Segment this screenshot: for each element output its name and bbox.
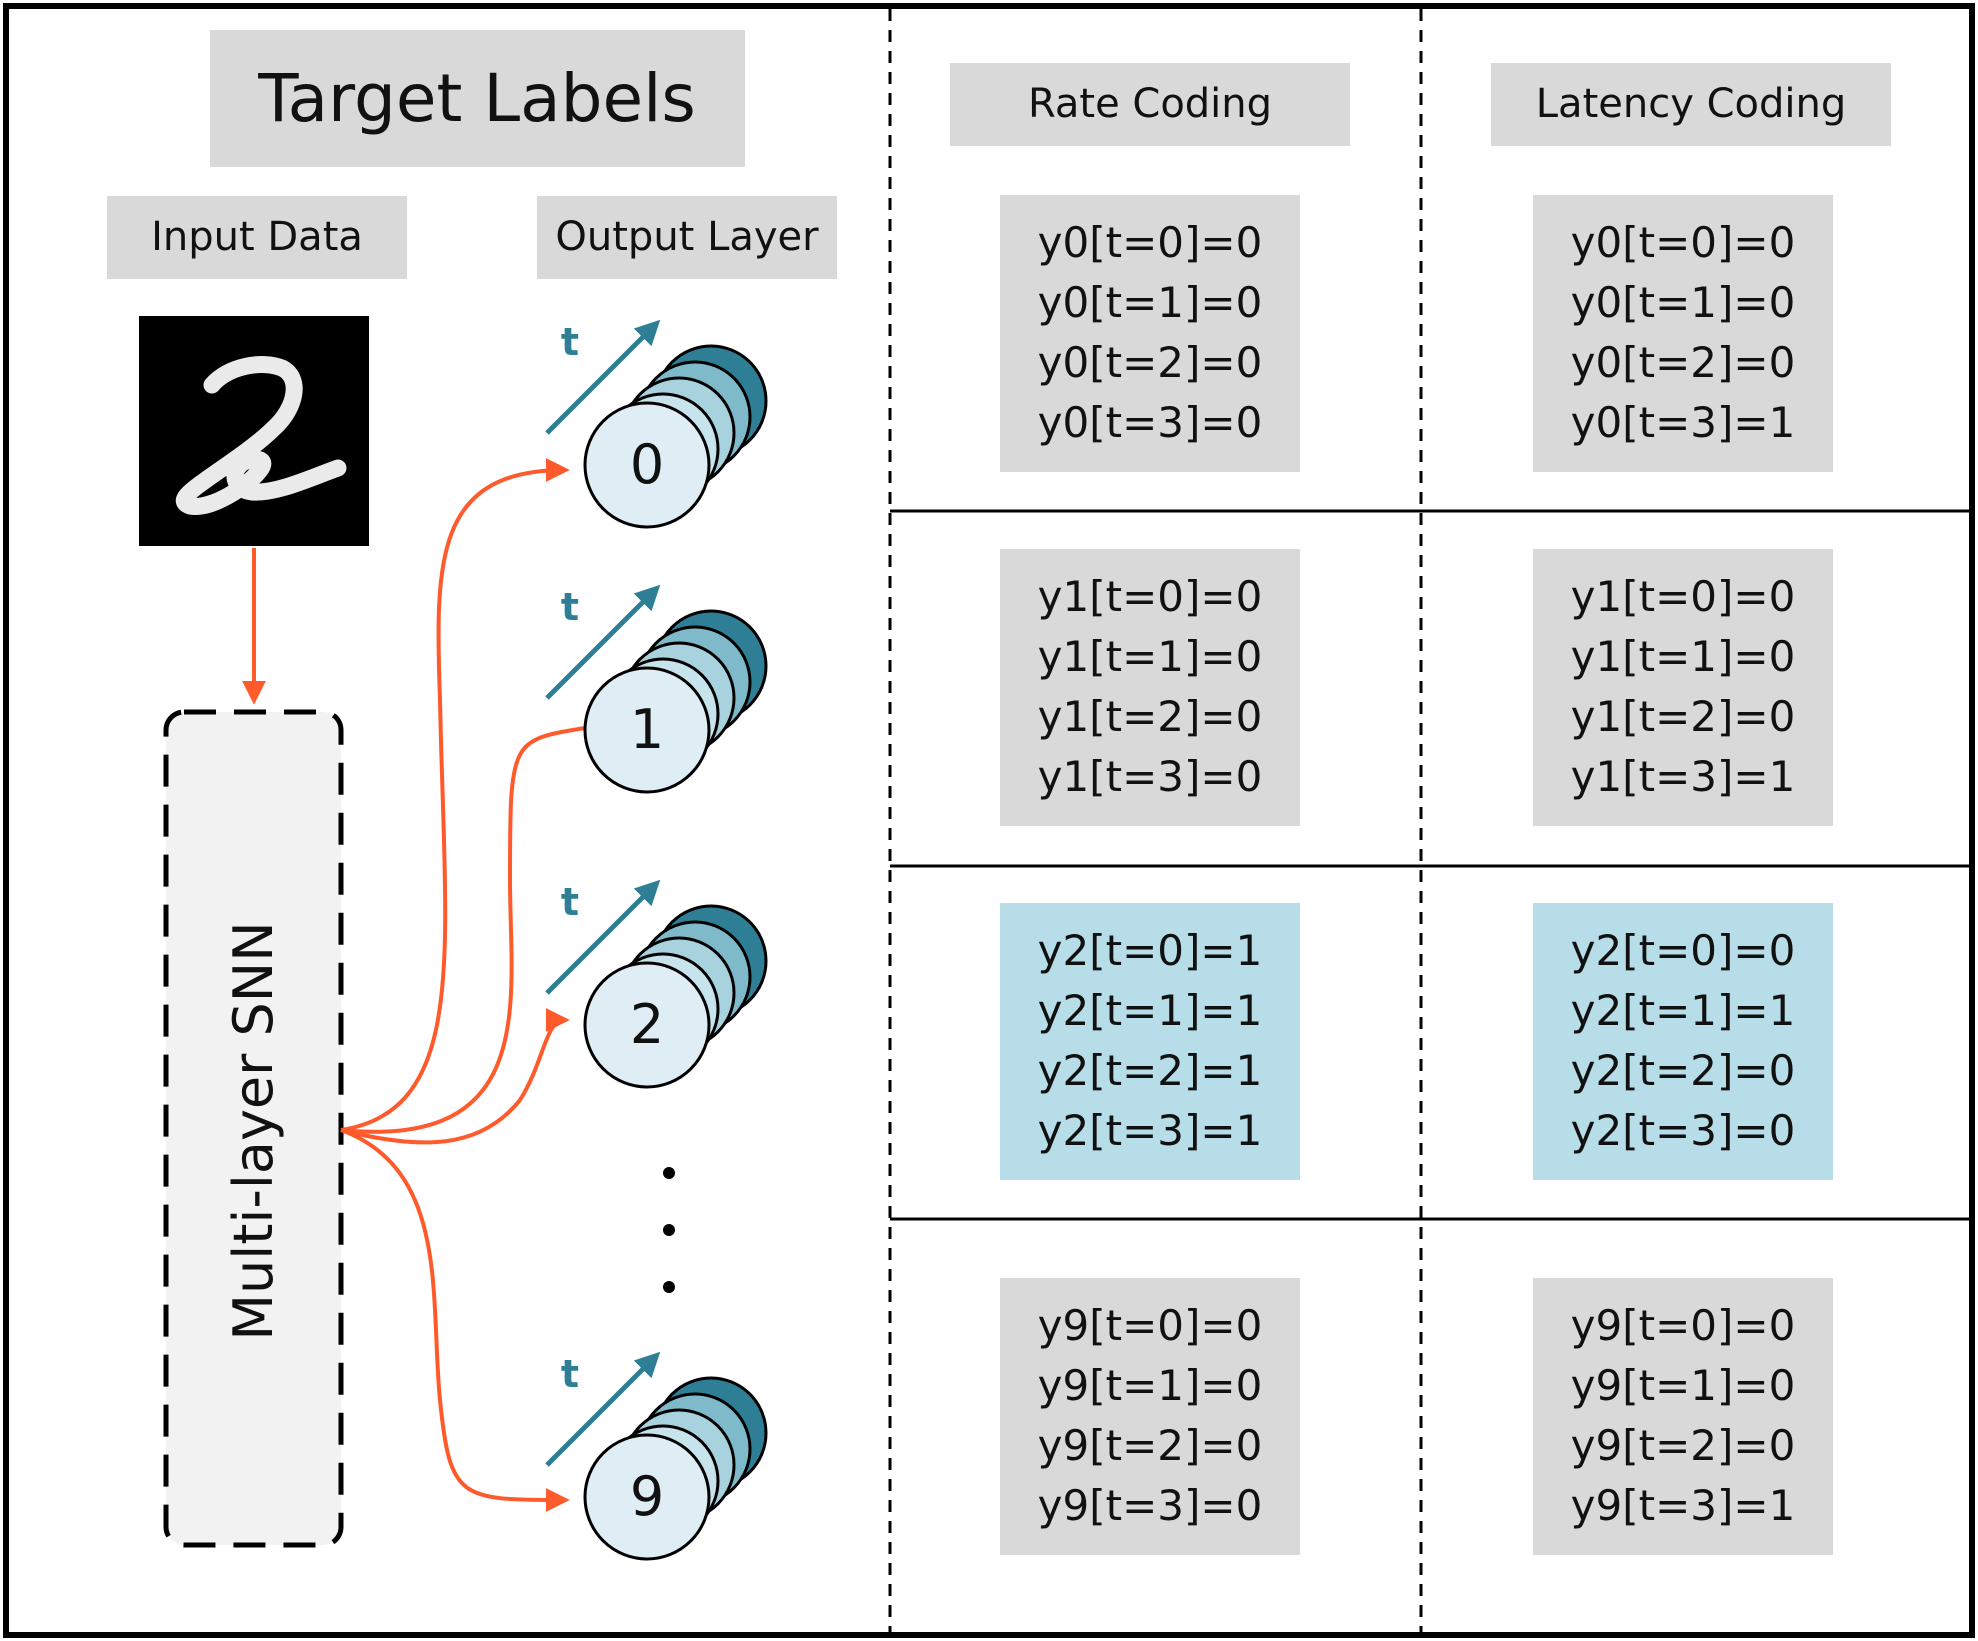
target-value: y1[t=1]=0 [1571,632,1796,681]
title: Target Labels [257,60,696,137]
neuron-2-body [583,961,711,1089]
target-value: y2[t=0]=1 [1038,926,1263,975]
input-label-box: Input Data [107,196,407,279]
target-value: y2[t=2]=1 [1038,1046,1263,1095]
target-value: y1[t=2]=0 [1038,692,1263,741]
target-value: y9[t=3]=1 [1571,1481,1796,1530]
target-box-latency-y9: y9[t=0]=0 y9[t=1]=0 y9[t=2]=0 y9[t=3]=1 [1533,1278,1833,1555]
target-value: y0[t=0]=0 [1571,218,1796,267]
target-value: y9[t=3]=0 [1038,1481,1263,1530]
target-value: y0[t=2]=0 [1038,338,1263,387]
title-box: Target Labels [210,30,745,167]
output-label: Output Layer [555,214,819,260]
time-label: t [561,1352,579,1396]
target-value: y2[t=1]=1 [1571,986,1796,1035]
target-value: y2[t=2]=0 [1571,1046,1796,1095]
target-value: y1[t=3]=1 [1571,752,1796,801]
neuron-1-body [583,666,711,794]
target-value: y1[t=0]=0 [1038,572,1263,621]
time-arrow [545,319,661,435]
time-arrow [545,879,661,995]
connection-to-neuron-0 [340,458,570,1132]
time-arrow [545,1351,661,1467]
target-value: y9[t=0]=0 [1038,1301,1263,1350]
target-value: y9[t=2]=0 [1038,1421,1263,1470]
neuron-0-body [583,401,711,529]
neuron-2: 2t [545,879,768,1089]
target-label-table: y0[t=0]=0y0[t=1]=0y0[t=2]=0y0[t=3]=0y0[t… [1000,195,1833,1555]
target-value: y2[t=1]=1 [1038,986,1263,1035]
input-label: Input Data [151,214,363,260]
time-label: t [561,320,579,364]
target-value: y1[t=2]=0 [1571,692,1796,741]
neuron-9-label: 9 [630,1465,664,1528]
target-value: y1[t=0]=0 [1571,572,1796,621]
target-value: y1[t=3]=0 [1038,752,1263,801]
target-value: y9[t=2]=0 [1571,1421,1796,1470]
time-label: t [561,880,579,924]
input-digit-image [139,316,369,546]
column-header-latency-label: Latency Coding [1536,81,1846,127]
column-header-rate-label: Rate Coding [1028,81,1272,127]
neuron-9-body [583,1433,711,1561]
target-box-rate-y2: y2[t=0]=1 y2[t=1]=1 y2[t=2]=1 y2[t=3]=1 [1000,903,1300,1180]
target-box-rate-y1: y1[t=0]=0 y1[t=1]=0 y1[t=2]=0 y1[t=3]=0 [1000,549,1300,826]
time-label: t [561,585,579,629]
target-box-latency-y1: y1[t=0]=0 y1[t=1]=0 y1[t=2]=0 y1[t=3]=1 [1533,549,1833,826]
connection-arrows [340,458,586,1512]
target-box-latency-y0: y0[t=0]=0 y0[t=1]=0 y0[t=2]=0 y0[t=3]=1 [1533,195,1833,472]
target-value: y0[t=2]=0 [1571,338,1796,387]
neuron-0: 0t [545,319,768,529]
target-value: y0[t=1]=0 [1571,278,1796,327]
target-value: y0[t=3]=0 [1038,398,1263,447]
target-value: y9[t=1]=0 [1571,1361,1796,1410]
target-value: y0[t=0]=0 [1038,218,1263,267]
target-value: y2[t=3]=1 [1038,1106,1263,1155]
neuron-0-label: 0 [630,433,664,496]
neuron-2-label: 2 [630,993,664,1056]
connection-to-neuron-2 [340,1008,570,1145]
target-value: y9[t=0]=0 [1571,1301,1796,1350]
target-value: y0[t=3]=1 [1571,398,1796,447]
target-value: y2[t=0]=0 [1571,926,1796,975]
snn-label: Multi-layer SNN [222,921,285,1340]
neuron-9: 9t [545,1351,768,1561]
column-header-rate: Rate Coding [950,63,1350,146]
target-value: y2[t=3]=0 [1571,1106,1796,1155]
target-value: y1[t=1]=0 [1038,632,1263,681]
target-value: y9[t=1]=0 [1038,1361,1263,1410]
snn-block: Multi-layer SNN [163,709,344,1548]
neuron-ellipsis [663,1167,675,1293]
output-label-box: Output Layer [537,196,837,279]
target-value: y0[t=1]=0 [1038,278,1263,327]
target-box-latency-y2: y2[t=0]=0 y2[t=1]=1 y2[t=2]=0 y2[t=3]=0 [1533,903,1833,1180]
target-box-rate-y0: y0[t=0]=0 y0[t=1]=0 y0[t=2]=0 y0[t=3]=0 [1000,195,1300,472]
column-header-latency: Latency Coding [1491,63,1891,146]
target-box-rate-y9: y9[t=0]=0 y9[t=1]=0 y9[t=2]=0 y9[t=3]=0 [1000,1278,1300,1555]
connection-to-neuron-9 [340,1128,570,1512]
connection-to-neuron-1 [340,726,586,1134]
neuron-1: 1t [545,584,768,794]
time-arrow [545,584,661,700]
neuron-1-label: 1 [630,698,664,761]
